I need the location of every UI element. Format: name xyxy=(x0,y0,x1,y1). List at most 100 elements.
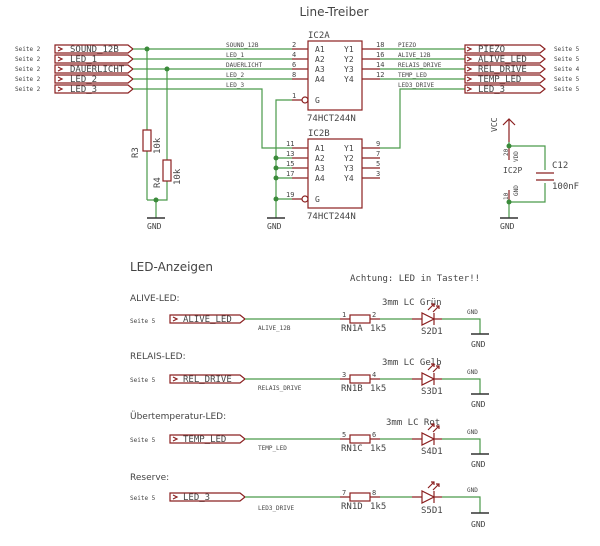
rn-ref: RN1D xyxy=(341,502,363,512)
ic2a-ref: IC2A xyxy=(308,31,330,41)
ic2a-pin-number: 14 xyxy=(376,61,384,69)
ic2a-pin-number: 12 xyxy=(376,71,384,79)
left-port-group: Seite 2 Seite 2 Seite 2 Seite 2 Seite 2 … xyxy=(15,44,134,95)
inverter-bubble-icon xyxy=(301,195,309,203)
ic2b-pin-name: Y2 xyxy=(344,154,354,163)
ic2a-pin-number: 16 xyxy=(376,51,384,59)
port-flag[interactable] xyxy=(464,74,546,84)
resistor-network[interactable] xyxy=(349,434,371,444)
rn-pin: 2 xyxy=(372,311,376,319)
port-flag[interactable] xyxy=(169,434,246,444)
led-ref: S4D1 xyxy=(421,447,443,457)
gnd-label: GND xyxy=(147,222,162,231)
resistor-network[interactable] xyxy=(349,492,371,502)
rn-value: 1k5 xyxy=(370,324,386,334)
led-diode-icon[interactable] xyxy=(412,312,442,326)
port-flag[interactable] xyxy=(464,44,546,54)
ic2a-pin-name: A4 xyxy=(315,75,325,84)
right-sheet-ref: Seite 4 xyxy=(554,66,580,73)
ic2b-ref: IC2B xyxy=(308,129,330,139)
ic2b-pin-number: 7 xyxy=(376,150,380,158)
led-diode-icon[interactable] xyxy=(412,490,442,504)
led-row: ALIVE-LED: Seite 5 ALIVE_LED ALIVE_12B 1… xyxy=(130,294,489,349)
port-flag[interactable] xyxy=(169,492,246,502)
led-diode-icon[interactable] xyxy=(412,432,442,446)
ic2b-pin-number: 5 xyxy=(376,160,380,168)
resistor-r3[interactable] xyxy=(142,129,152,152)
gnd-label: GND xyxy=(467,429,478,436)
led-row-port: LED_3 xyxy=(183,493,210,503)
ic2b-body[interactable] xyxy=(307,138,363,209)
net-label: LED_1 xyxy=(226,52,244,59)
ic2a[interactable]: IC2A 74HCT244N A1 A2 A3 A4 G Y1 Y2 Y3 Y4… xyxy=(292,31,384,124)
resistor-network[interactable] xyxy=(349,314,371,324)
c12-value: 100nF xyxy=(552,182,579,192)
port-flag[interactable] xyxy=(169,314,246,324)
ic2b-pin-number: 11 xyxy=(286,140,294,148)
port-flag[interactable] xyxy=(54,44,134,54)
led-row-sheet: Seite 5 xyxy=(130,495,156,502)
port-flag[interactable] xyxy=(169,374,246,384)
right-port-group: PIEZO ALIVE_LED REL_DRIVE TEMP_LED LED_3… xyxy=(464,44,580,95)
ic2p-pin-name: GND xyxy=(513,185,520,196)
ic2b-pin-number: 17 xyxy=(286,170,294,178)
ic2b-pin-name: A2 xyxy=(315,154,325,163)
ic2a-pin-number: 2 xyxy=(292,41,296,49)
port-arrow-icon xyxy=(57,46,64,92)
led-desc: 3mm LC Rot xyxy=(386,418,440,428)
rn-pin: 1 xyxy=(342,311,346,319)
led-rows: ALIVE-LED: Seite 5 ALIVE_LED ALIVE_12B 1… xyxy=(130,294,489,529)
gnd-label: GND xyxy=(471,340,486,349)
gnd-label: GND xyxy=(267,222,282,231)
port-arrow-icon xyxy=(172,376,179,382)
port-arrow-icon xyxy=(172,436,179,442)
port-flag[interactable] xyxy=(464,64,546,74)
rn-pin: 5 xyxy=(342,431,346,439)
right-port-label: LED_3 xyxy=(478,85,505,95)
vcc-label: VCC xyxy=(490,117,499,132)
right-sheet-ref: Seite 5 xyxy=(554,56,580,63)
gnd-label: GND xyxy=(471,400,486,409)
ic2a-pin-name: A1 xyxy=(315,45,325,54)
ic2b-part: 74HCT244N xyxy=(307,212,356,222)
port-flag[interactable] xyxy=(54,74,134,84)
left-sheet-ref: Seite 2 xyxy=(15,76,41,83)
capacitor-c12[interactable] xyxy=(536,172,554,181)
rn-pin: 3 xyxy=(342,371,346,379)
ic2a-body[interactable] xyxy=(307,40,363,111)
output-wires xyxy=(380,48,465,149)
led-ref: S3D1 xyxy=(421,387,443,397)
net-label: ALIVE_12B xyxy=(398,52,431,59)
left-port-label: LED_3 xyxy=(70,85,97,95)
ic2a-pin-number: 6 xyxy=(292,61,296,69)
rn-ref: RN1B xyxy=(341,384,363,394)
ic2b-pin-name: A1 xyxy=(315,144,325,153)
left-sheet-ref: Seite 2 xyxy=(15,56,41,63)
ic2b[interactable]: IC2B 74HCT244N A1 A2 A3 A4 G Y1 Y2 Y3 Y4… xyxy=(286,129,380,222)
gate-wiring: GND xyxy=(267,99,292,231)
port-flag[interactable] xyxy=(464,54,546,64)
net-label: LED3_DRIVE xyxy=(398,82,435,89)
port-flag[interactable] xyxy=(54,84,134,94)
ic2b-pin-number: 3 xyxy=(376,170,380,178)
resistor-network[interactable] xyxy=(349,374,371,384)
ic2a-pin-name: Y4 xyxy=(344,75,354,84)
pulldown-resistors: R3 10k R4 10k GND xyxy=(131,46,183,231)
port-flag[interactable] xyxy=(54,54,134,64)
port-flag[interactable] xyxy=(54,64,134,74)
ic2p-pin-number: 10 xyxy=(503,192,510,200)
left-port-label: DAUERLICHT xyxy=(70,65,125,75)
resistor-r4[interactable] xyxy=(162,159,172,182)
left-port-label: SOUND_12B xyxy=(70,45,119,55)
gnd-label: GND xyxy=(467,309,478,316)
port-flag[interactable] xyxy=(464,84,546,94)
ic2b-pin-name: G xyxy=(315,195,320,204)
light-emission-icon xyxy=(427,481,440,491)
led-diode-icon[interactable] xyxy=(412,372,442,386)
net-label: RELAIS_DRIVE xyxy=(398,62,442,69)
ic2b-pin-number: 19 xyxy=(286,191,294,199)
net-label: LED_2 xyxy=(226,72,244,79)
net-label: PIEZO xyxy=(398,42,416,49)
port-arrow-icon xyxy=(172,494,179,500)
